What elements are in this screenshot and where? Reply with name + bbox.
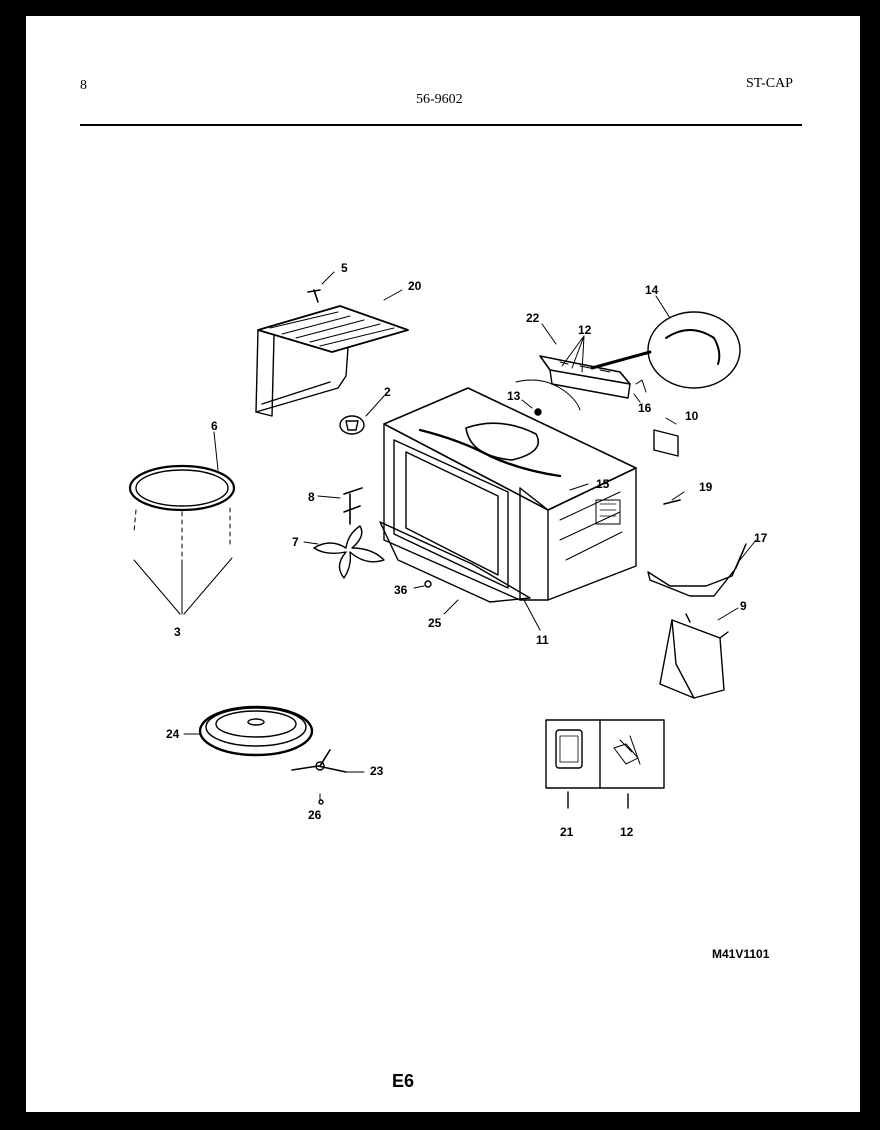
page-code: E6 (392, 1071, 414, 1091)
ring-part (128, 464, 236, 615)
label-24: 24 (166, 727, 180, 741)
label-23: 23 (370, 764, 384, 778)
label-12-inset: 12 (620, 825, 634, 839)
label-26: 26 (308, 808, 322, 822)
oven-cavity (383, 387, 637, 601)
label-20: 20 (408, 279, 422, 293)
label-19: 19 (699, 480, 713, 494)
roller-guide-part (291, 749, 347, 773)
model-number: 56-9602 (416, 92, 463, 107)
top-cover-part (255, 289, 409, 417)
stirrer-fan-part (313, 525, 385, 579)
screw-part (534, 408, 542, 416)
label-15: 15 (596, 477, 610, 491)
label-12-top: 12 (578, 323, 592, 337)
page-number: 8 (80, 78, 87, 93)
drawing-code: M41V1101 (712, 947, 770, 961)
label-36: 36 (394, 583, 408, 597)
label-25: 25 (428, 616, 442, 630)
part-26 (318, 799, 324, 805)
label-3: 3 (174, 625, 181, 639)
leader-lines (183, 271, 757, 801)
screw-19-part (663, 499, 681, 505)
label-2: 2 (384, 385, 391, 399)
part-36 (424, 580, 432, 588)
inset-parts-box (545, 719, 665, 809)
header-rule (80, 124, 802, 126)
label-13: 13 (507, 389, 521, 403)
switch-bracket-part (515, 355, 647, 411)
air-duct-part (659, 613, 729, 699)
wire-harness-part (590, 311, 741, 389)
vent-bracket-part (647, 543, 747, 597)
label-22: 22 (526, 311, 540, 325)
label-11: 11 (536, 633, 549, 647)
base-plate-part (379, 521, 531, 603)
label-21: 21 (560, 825, 574, 839)
coupler-part (343, 487, 363, 525)
section-code: ST-CAP (746, 76, 793, 91)
parts-diagram-page: 8 56-9602 ST-CAP (26, 16, 860, 1112)
label-8: 8 (308, 490, 315, 504)
fuse-holder-part (653, 429, 679, 457)
label-7: 7 (292, 535, 299, 549)
turntable-part (198, 705, 314, 757)
clip-part (339, 415, 365, 435)
label-9: 9 (740, 599, 747, 613)
part-labels: 5 20 2 22 12 14 13 16 10 15 19 6 8 7 36 … (166, 261, 770, 1091)
label-10: 10 (685, 409, 699, 423)
label-17: 17 (754, 531, 768, 545)
label-16: 16 (638, 401, 652, 415)
label-5: 5 (341, 261, 348, 275)
label-14: 14 (645, 283, 659, 297)
label-6: 6 (211, 419, 218, 433)
